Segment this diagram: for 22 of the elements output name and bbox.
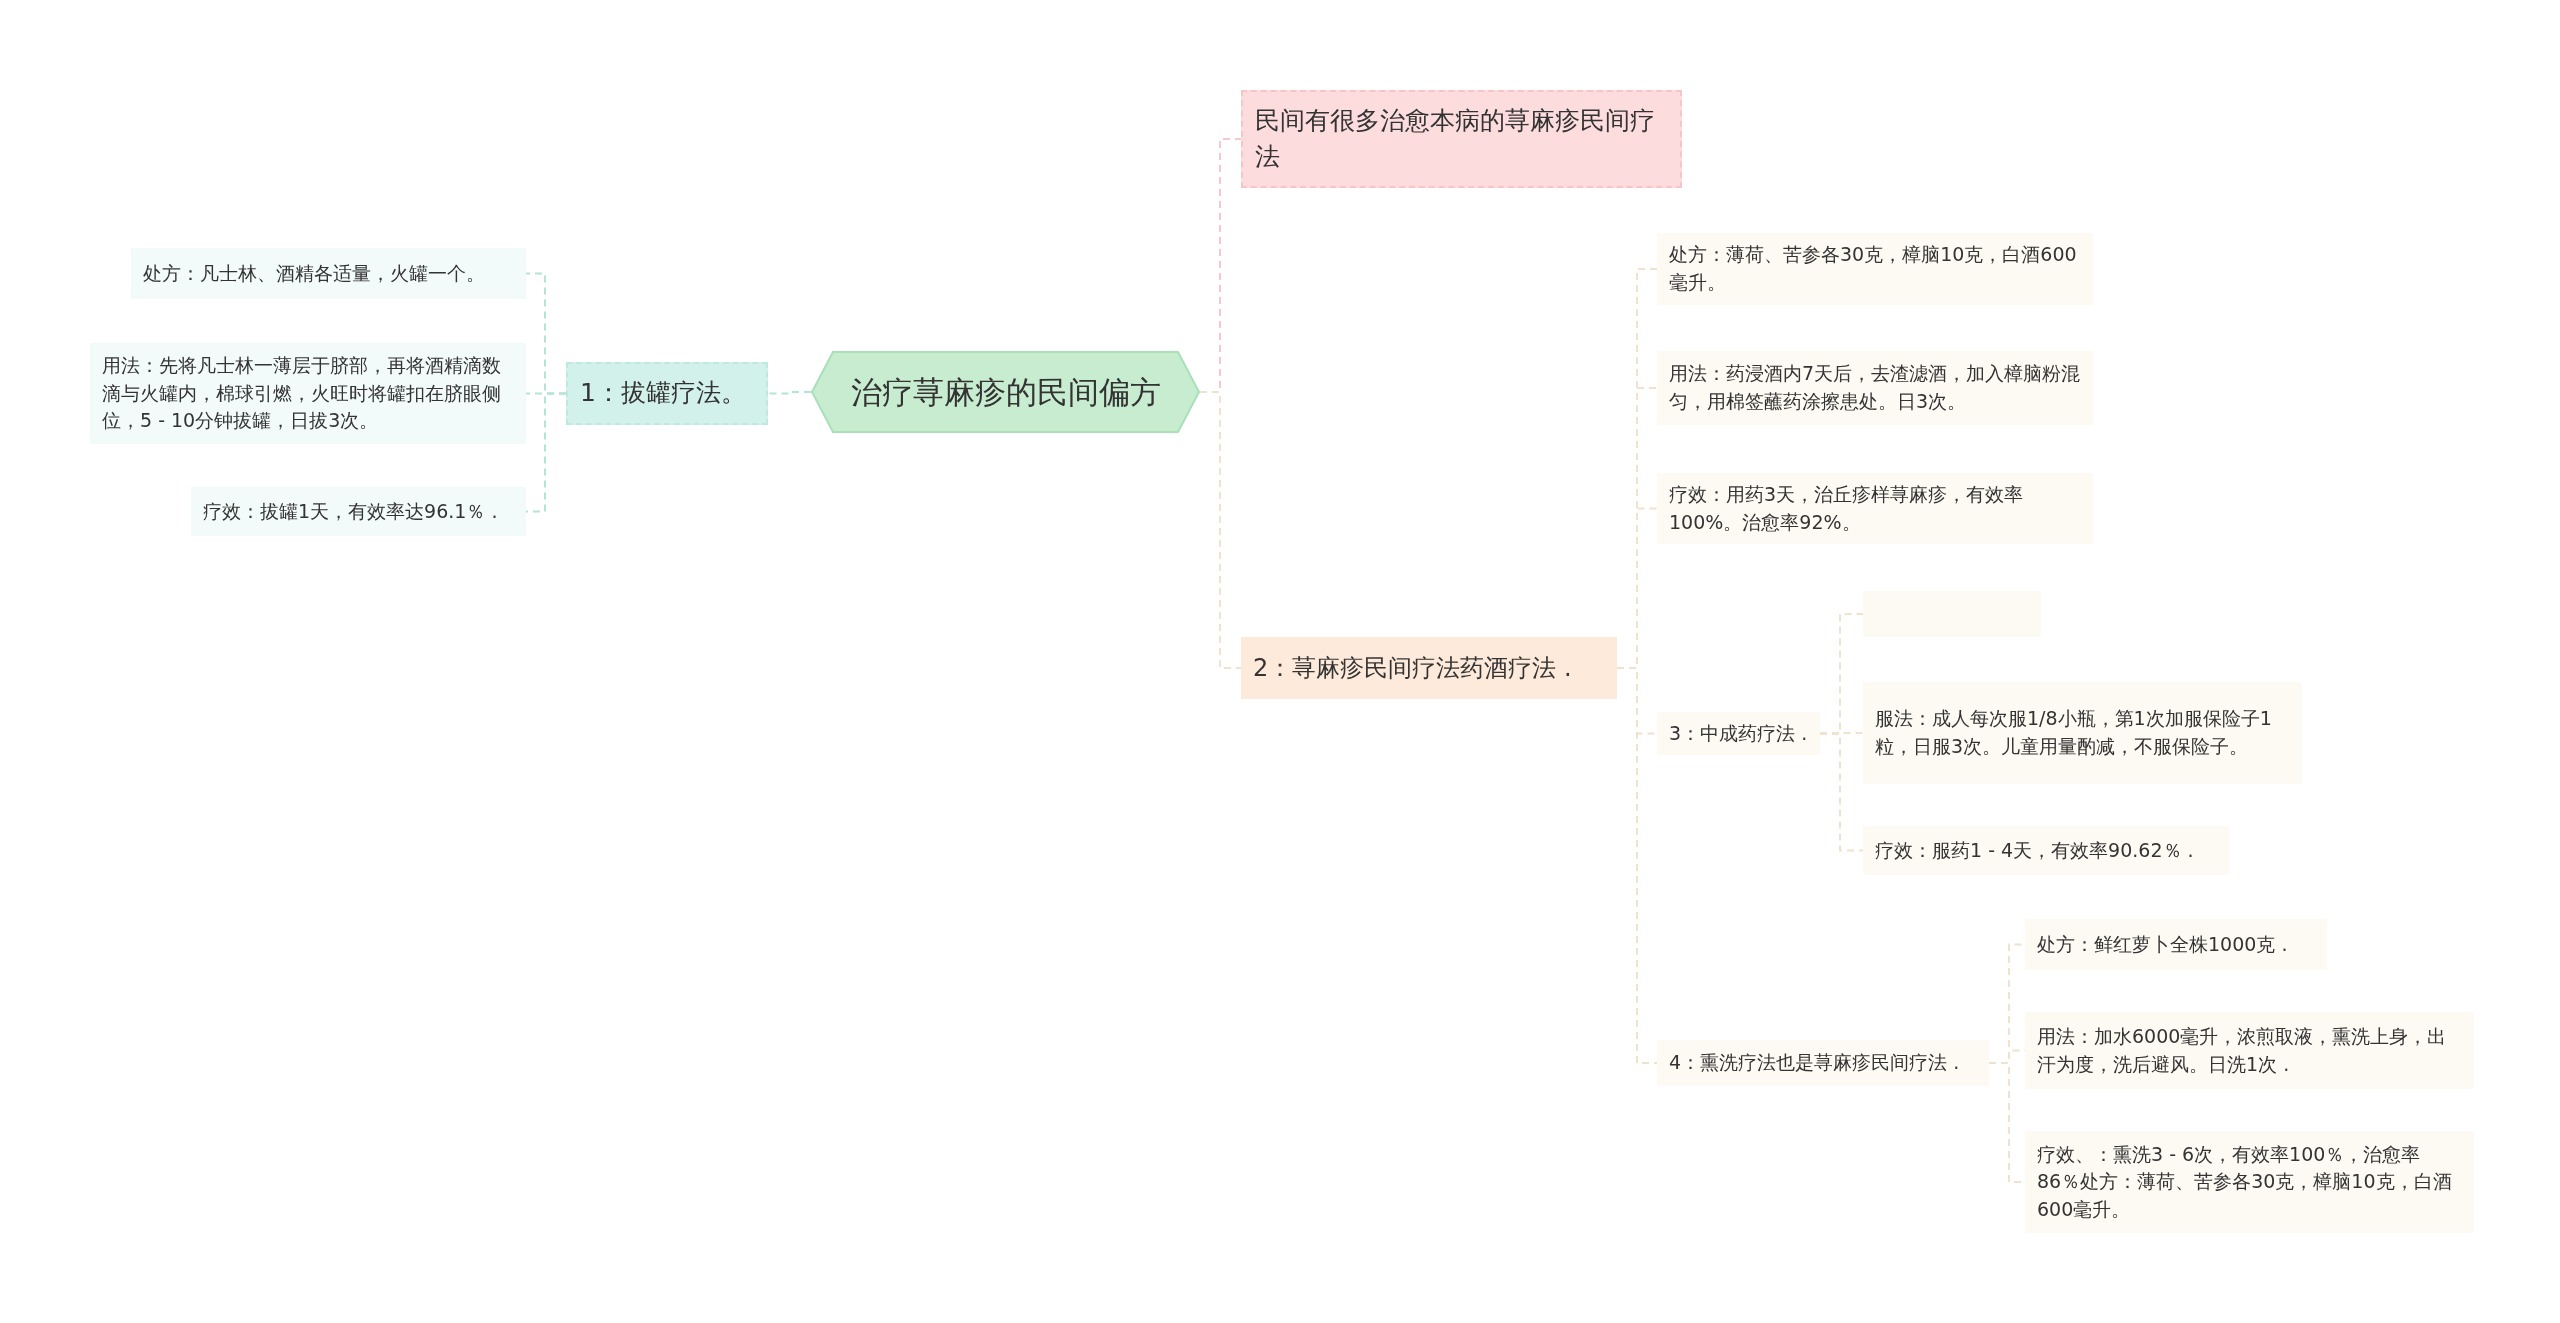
empty-box — [1863, 591, 2041, 637]
connector — [525, 392, 567, 513]
detail-box: 疗效、：熏洗3 - 6次，有效率100％，治愈率86％处方：薄荷、苦参各30克，樟脑10克，白酒600毫升。 — [2025, 1131, 2474, 1233]
topic-box: 1：拔罐疗法。 — [566, 362, 768, 425]
detail-box: 疗效：用药3天，治丘疹样荨麻疹，有效率100%。治愈率92%。 — [1657, 473, 2093, 544]
detail-box: 疗效：拔罐1天，有效率达96.1％ . — [191, 487, 526, 536]
detail-box: 用法：加水6000毫升，浓煎取液，熏洗上身，出汗为度，洗后避风。日洗1次 . — [2025, 1012, 2474, 1089]
detail-box: 用法：先将凡士林一薄层于脐部，再将酒精滴数滴与火罐内，棉球引燃，火旺时将罐扣在脐眼侧位，5 - 10分钟拔罐，日拔3次。 — [90, 343, 526, 444]
connector — [767, 391, 812, 395]
detail-box: 处方：鲜红萝卜全株1000克 . — [2025, 919, 2327, 970]
connector — [1199, 391, 1242, 669]
detail-box: 处方：薄荷、苦参各30克，樟脑10克，白酒600毫升。 — [1657, 233, 2093, 305]
detail-box: 用法：药浸酒内7天后，去渣滤酒，加入樟脑粉混匀，用棉签蘸药涂擦患处。日3次。 — [1657, 351, 2093, 425]
detail-box: 疗效：服药1 - 4天，有效率90.62％ . — [1863, 826, 2229, 875]
topic-box: 民间有很多治愈本病的荨麻疹民间疗法 — [1241, 90, 1682, 188]
connector — [1819, 732, 1864, 852]
detail-box: 4：熏洗疗法也是荨麻疹民间疗法 . — [1657, 1040, 1989, 1086]
central-topic-hexagon: 治疗荨麻疹的民间偏方 — [811, 351, 1200, 433]
detail-box: 3：中成药疗法 . — [1657, 712, 1820, 755]
detail-box: 服法：成人每次服1/8小瓶，第1次加服保险子1粒，日服3次。儿童用量酌减，不服保险子。 — [1863, 682, 2302, 784]
topic-box: 2：荨麻疹民间疗法药酒疗法 . — [1241, 637, 1617, 699]
detail-box: 处方：凡士林、酒精各适量，火罐一个。 — [131, 248, 526, 299]
